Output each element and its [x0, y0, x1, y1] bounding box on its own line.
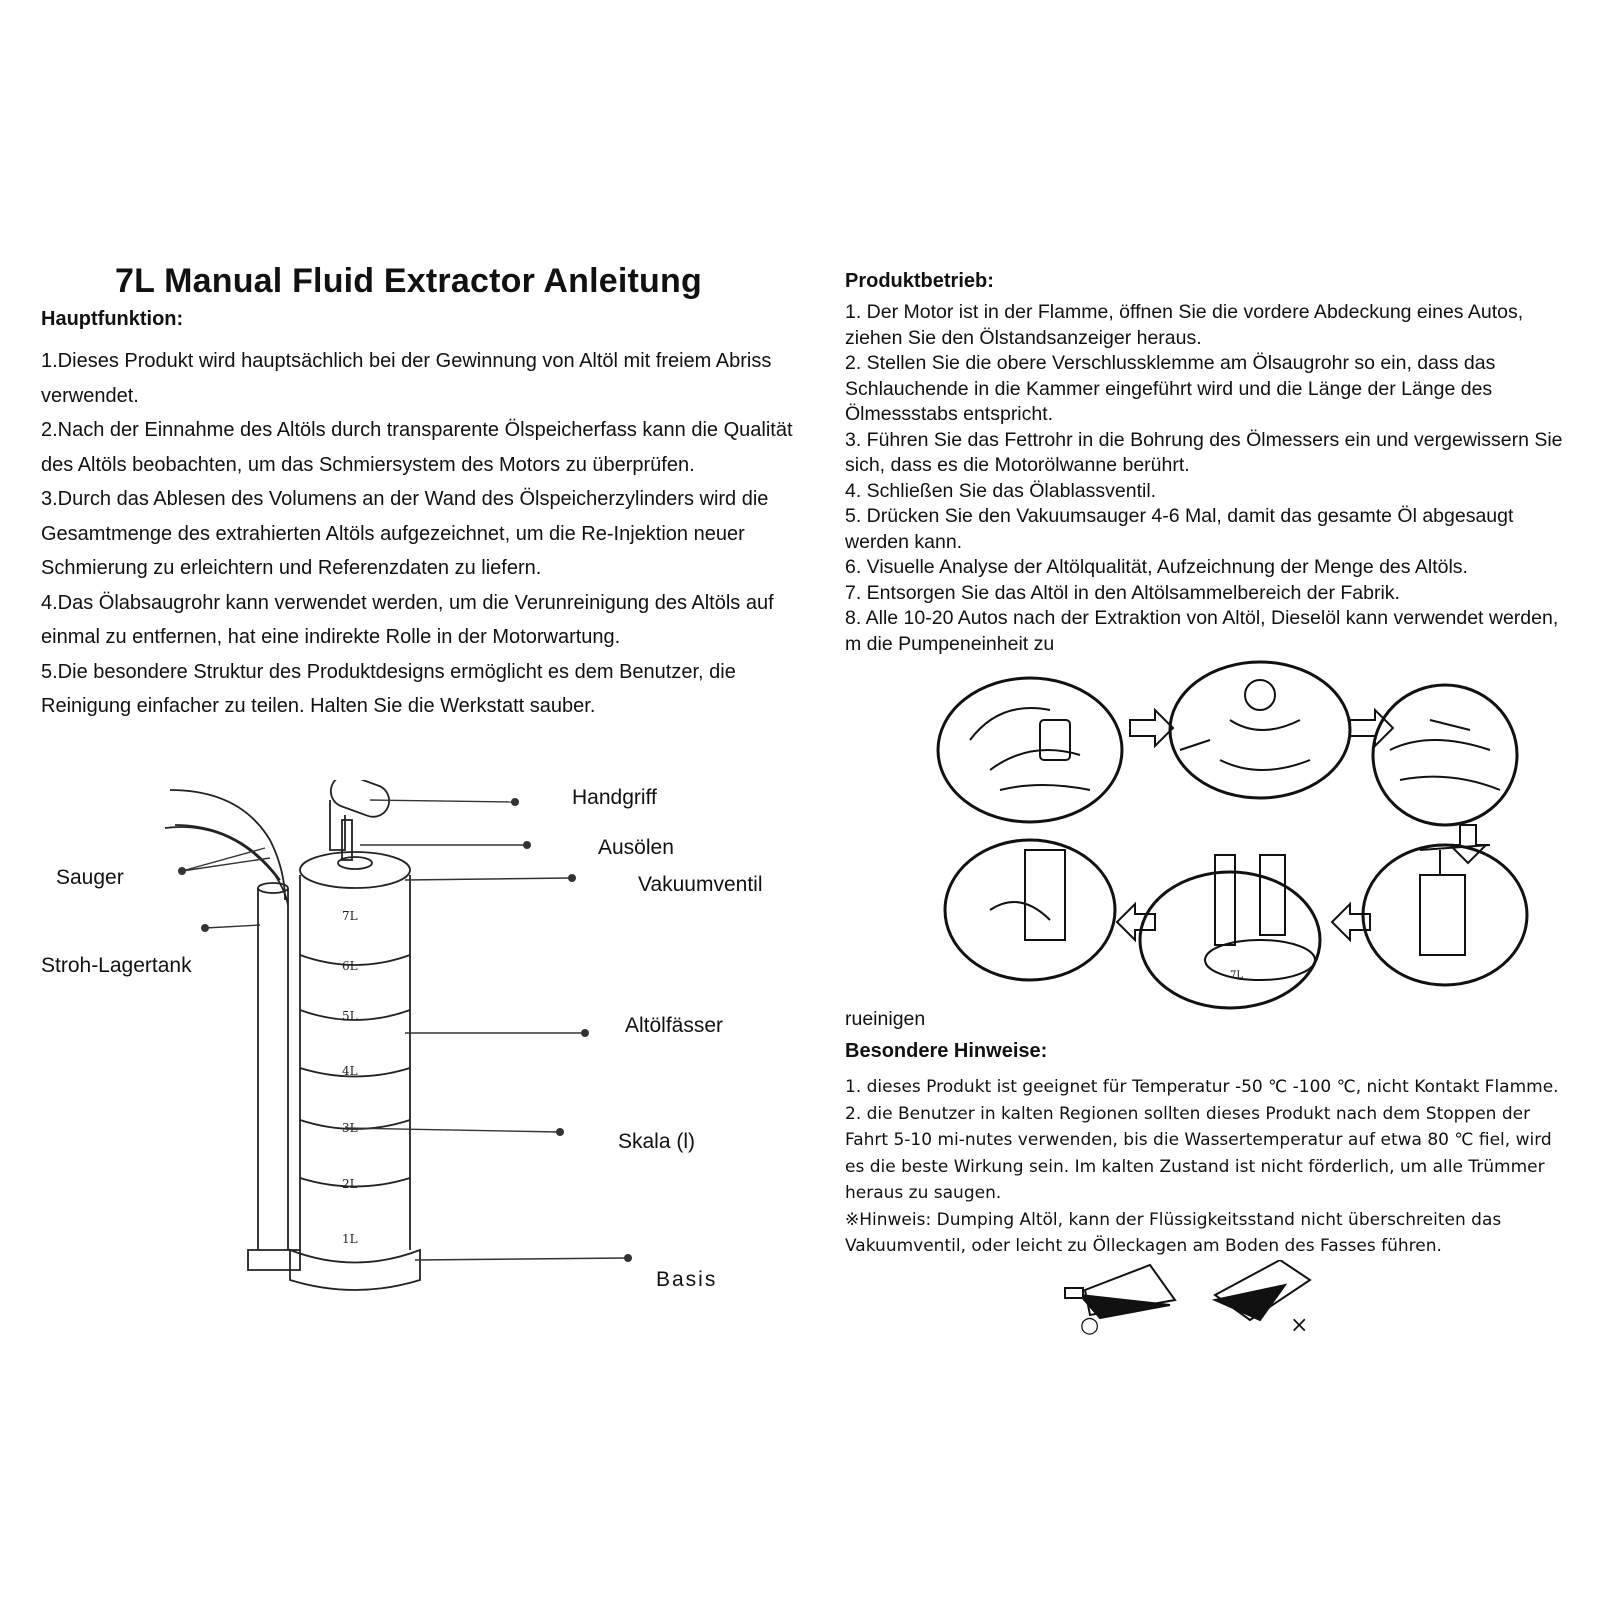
suction-tube	[169, 789, 286, 901]
callout-scale: Skala (l)	[618, 1130, 696, 1153]
straw-tank	[257, 888, 289, 1250]
base	[289, 1248, 421, 1291]
callout-oiling: Ausölen	[598, 836, 674, 859]
operation-list: 1. Der Motor ist in der Flamme, öffnen S…	[845, 300, 1565, 657]
step-illustration-1	[936, 676, 1124, 824]
step-illustration-4	[943, 838, 1117, 982]
note-item: 2. die Benutzer in kalten Regionen sollt…	[845, 1103, 1552, 1204]
wrong-mark: ×	[1290, 1313, 1308, 1338]
main-function-item: 1.Dieses Produkt wird hauptsächlich bei …	[41, 350, 772, 407]
scale-mark: 2L	[342, 1177, 358, 1191]
correct-pour-icon	[1064, 1263, 1177, 1320]
callout-straw-tank: Stroh-Lagertank	[41, 954, 192, 977]
callout-handle: Handgriff	[572, 786, 657, 809]
step-illustration-5: 7L	[1138, 854, 1322, 1010]
step-illustration-2	[1168, 660, 1352, 800]
step-illustration-3	[1371, 683, 1519, 827]
operation-step: 3. Führen Sie das Fettrohr in die Bohrun…	[845, 428, 1563, 477]
scale-mark: 1L	[342, 1232, 358, 1246]
arrow-left-icon	[1115, 901, 1156, 943]
notes-list: 1. dieses Produkt ist geeignet für Tempe…	[845, 1074, 1565, 1260]
operation-step: 6. Visuelle Analyse der Altölqualität, A…	[845, 556, 1468, 578]
extractor-diagram: 7L 6L 5L 4L 3L 2L 1L	[164, 780, 632, 1291]
operation-steps-illustration: 7L	[936, 660, 1529, 1010]
suction-tube	[174, 824, 281, 881]
operation-step: 7. Entsorgen Sie das Altöl in den Altöls…	[845, 581, 1400, 604]
arrow-left-icon	[1330, 901, 1371, 943]
callout-suction: Sauger	[56, 866, 124, 889]
main-function-item: 2.Nach der Einnahme des Altöls durch tra…	[41, 419, 793, 476]
operation-step: 8. Alle 10-20 Autos nach der Extraktion …	[845, 607, 1559, 655]
main-function-item: 3.Durch das Ablesen des Volumens an der …	[41, 488, 769, 579]
callout-oil-drums: Altölfässer	[625, 1014, 724, 1037]
scale-mark: 7L	[342, 909, 358, 923]
tank-scale-mark: 7L	[1230, 970, 1243, 981]
operation-heading: Produktbetrieb:	[845, 270, 994, 292]
arrow-right-icon	[1129, 707, 1175, 749]
main-function-heading: Hauptfunktion:	[41, 308, 184, 330]
arrow-right-icon	[1349, 707, 1395, 749]
operation-continuation: rueinigen	[845, 1008, 926, 1030]
correct-mark: ○	[1080, 1313, 1099, 1338]
main-function-item: 5.Die besondere Struktur des Produktdesi…	[41, 660, 736, 718]
operation-step: 5. Drücken Sie den Vakuumsauger 4-6 Mal,…	[845, 505, 1514, 553]
wrong-pour-icon	[1211, 1260, 1312, 1322]
operation-step: 1. Der Motor ist in der Flamme, öffnen S…	[845, 301, 1524, 349]
pour-orientation-figure: ○ ×	[1064, 1260, 1312, 1338]
notes-heading: Besondere Hinweise:	[845, 1040, 1048, 1062]
scale-mark: 5L	[342, 1009, 358, 1023]
operation-step: 2. Stellen Sie die obere Verschlussklemm…	[845, 352, 1496, 425]
note-item: 1. dieses Produkt ist geeignet für Tempe…	[845, 1077, 1559, 1097]
suction-tube	[164, 826, 289, 906]
page-title: 7L Manual Fluid Extractor Anleitung	[115, 262, 702, 300]
step-illustration-6	[1361, 843, 1529, 987]
main-function-item: 4.Das Ölabsaugrohr kann verwendet werden…	[41, 591, 774, 649]
callout-base: Basis	[656, 1268, 718, 1291]
note-item: ※Hinweis: Dumping Altöl, kann der Flüssi…	[845, 1209, 1502, 1257]
callout-vacuum-valve: Vakuumventil	[638, 873, 763, 896]
scale-mark: 4L	[342, 1064, 358, 1078]
main-function-list: 1.Dieses Produkt wird hauptsächlich bei …	[41, 344, 801, 724]
operation-step: 4. Schließen Sie das Ölablassventil.	[845, 479, 1157, 502]
callout-leaders	[181, 799, 629, 1261]
scale-bands	[299, 954, 411, 1188]
scale-mark: 6L	[342, 959, 358, 973]
callout-dots	[178, 798, 632, 1262]
